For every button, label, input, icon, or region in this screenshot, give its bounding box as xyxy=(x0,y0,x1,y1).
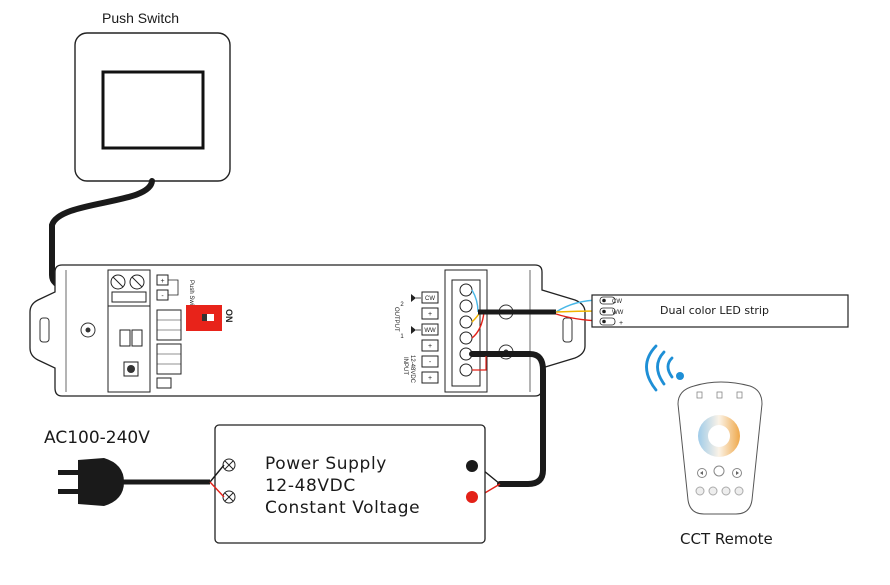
power-supply-line1: Power Supply xyxy=(265,454,387,474)
switch-terminal-plus: + xyxy=(160,278,164,285)
push-switch-label: Push Switch xyxy=(102,10,180,26)
led-pin-cw: CW xyxy=(612,299,622,305)
input-label: INPUT xyxy=(402,357,408,375)
controller: + - Push Switch ON CW + WW + xyxy=(29,264,586,397)
switch-terminal-label: Push Switch xyxy=(188,280,194,313)
ac-plug-icon xyxy=(58,458,225,506)
led-pin-plus: + xyxy=(619,320,623,327)
cct-remote xyxy=(677,381,763,515)
power-supply-line2: 12-48VDC xyxy=(265,476,356,496)
output-number-1: 1 xyxy=(400,334,404,340)
input-minus: - xyxy=(429,359,432,366)
cct-remote-label: CCT Remote xyxy=(680,530,773,548)
output-plus-1: + xyxy=(428,343,432,350)
dip-on-label: ON xyxy=(224,309,234,323)
led-pin-ww: WW xyxy=(612,310,624,316)
push-switch xyxy=(74,32,231,182)
output-plus-2: + xyxy=(428,311,432,318)
switch-terminal-minus: - xyxy=(161,293,164,300)
output-cw-label: CW xyxy=(425,296,435,302)
input-plus: + xyxy=(428,375,432,382)
led-strip: CW WW + xyxy=(591,294,849,328)
power-supply xyxy=(214,424,486,544)
led-strip-label: Dual color LED strip xyxy=(660,304,769,317)
wifi-signal-icon xyxy=(645,344,684,392)
power-supply-line3: Constant Voltage xyxy=(265,498,421,518)
output-ww-label: WW xyxy=(424,328,436,334)
input-voltage-label: 12-48VDC xyxy=(409,355,415,384)
output-number-2: 2 xyxy=(400,302,404,308)
ac-input-label: AC100-240V xyxy=(44,428,150,448)
output-label: OUTPUT xyxy=(393,307,399,332)
